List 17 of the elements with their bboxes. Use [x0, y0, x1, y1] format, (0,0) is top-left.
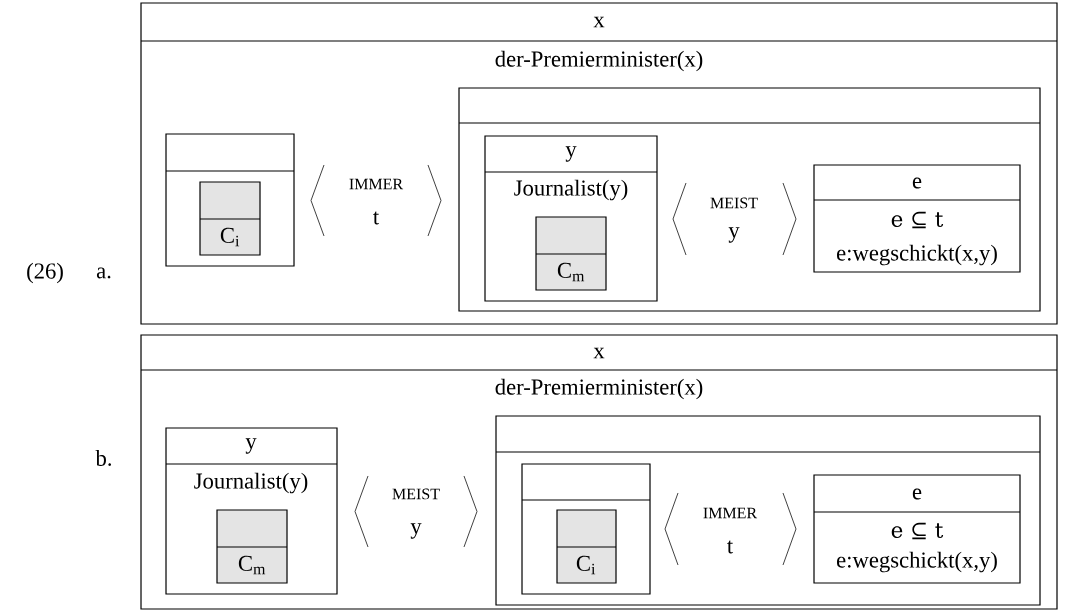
drs-box: e e ⊆ t e:wegschickt(x,y) — [813, 474, 1021, 584]
condition-box: C$_{m}$ — [535, 216, 607, 291]
item-label: a. — [96, 267, 111, 279]
drs-box: e e ⊆ t e:wegschickt(x,y) — [813, 164, 1021, 273]
condition-box: C$_{m}$ — [216, 509, 288, 584]
drs-box — [458, 87, 1041, 312]
condition-box: C$_{i}$ — [199, 181, 261, 256]
example-number: (26) — [27, 262, 63, 284]
item-label: b. — [95, 449, 111, 466]
drs-box — [521, 463, 651, 595]
drs-box — [165, 133, 295, 267]
duplex-condition: IMMER t — [310, 164, 442, 237]
duplex-condition: IMMER t — [664, 492, 797, 566]
condition-box: C$_{i}$ — [556, 509, 617, 584]
duplex-condition: MEIST y — [672, 182, 797, 256]
duplex-condition: MEIST y — [354, 475, 478, 548]
drs-box — [495, 415, 1041, 606]
